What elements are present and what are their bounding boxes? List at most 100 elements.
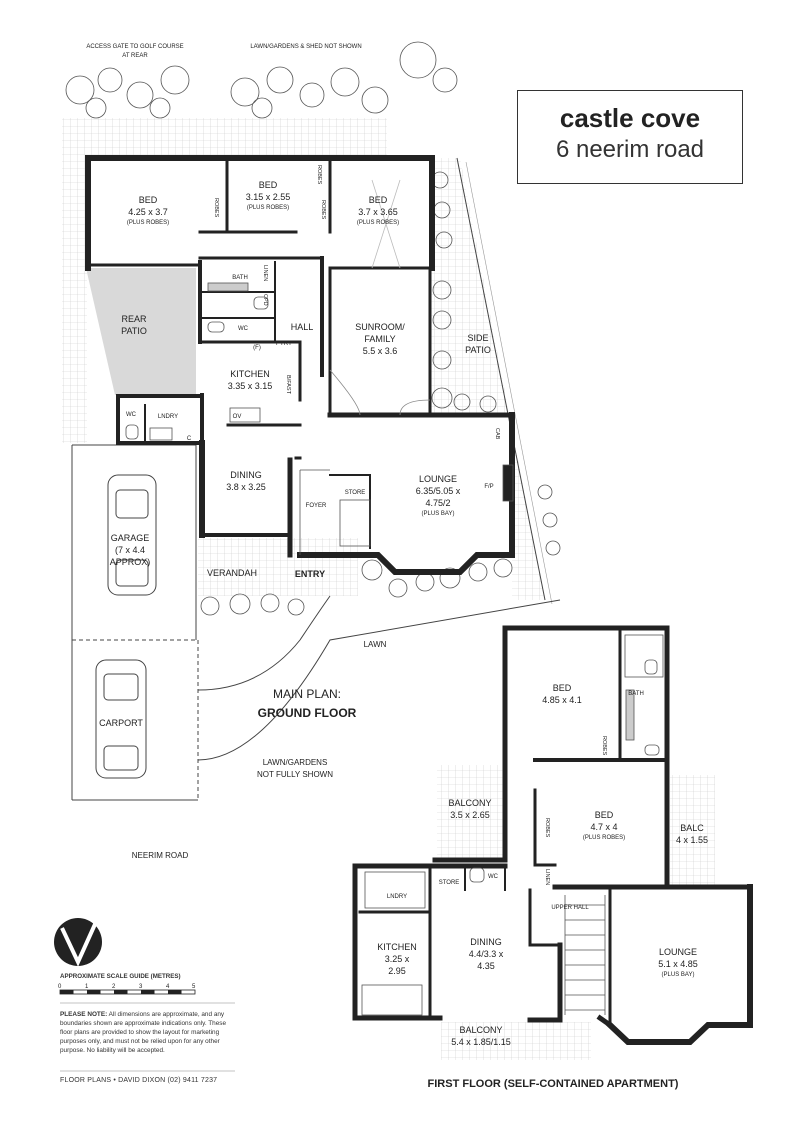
room-name: LOUNGE — [659, 947, 697, 957]
room-dim: 2.95 — [388, 966, 406, 976]
ground-room-labels: BED 4.25 x 3.7 (PLUS ROBES) BED 3.15 x 2… — [99, 180, 494, 728]
room-sub: (PLUS BAY) — [422, 511, 455, 517]
room-sub: (PLUS ROBES) — [127, 220, 169, 226]
disclaimer: PLEASE NOTE: All dimensions are approxim… — [60, 1010, 240, 1055]
room-sub: (PLUS BAY) — [662, 972, 695, 978]
street-label: NEERIM ROAD — [132, 851, 189, 860]
scale-tick: 0 — [58, 984, 62, 990]
laundry-label: LNDRY — [387, 894, 407, 900]
room-dim: 3.35 x 3.15 — [228, 381, 273, 391]
wc-label: WC — [126, 412, 137, 418]
room-name: BED — [553, 683, 572, 693]
linen-label: LINEN — [544, 869, 550, 885]
carport-label: CARPORT — [99, 718, 143, 728]
room-name: FAMILY — [364, 334, 395, 344]
logo-mark — [54, 918, 102, 967]
side-patio-label: SIDE — [467, 333, 488, 343]
room-name: SUNROOM/ — [355, 322, 405, 332]
disclaimer-body: All dimensions are approximate, and any … — [60, 1011, 227, 1054]
room-dim: 3.7 x 3.65 — [358, 207, 398, 217]
room-dim: 3.15 x 2.55 — [246, 192, 291, 202]
store-label: STORE — [345, 490, 366, 496]
room-name: BALCONY — [448, 798, 491, 808]
room-dim: 4.35 — [477, 961, 495, 971]
ground-floor-title: GROUND FLOOR — [258, 706, 357, 720]
room-dim: 4.85 x 4.1 — [542, 695, 582, 705]
room-name: DINING — [470, 937, 502, 947]
fireplace-label: F/P — [484, 484, 493, 490]
room-name: BED — [595, 810, 614, 820]
robes-label: ROBES — [601, 736, 607, 756]
first-fixtures — [299, 469, 664, 1016]
pantry-label: PTRY — [276, 341, 292, 347]
scale-tick: 5 — [192, 984, 196, 990]
room-sub: (PLUS ROBES) — [247, 205, 289, 211]
at-rear-note: AT REAR — [122, 53, 148, 59]
room-dim: 4.4/3.3 x — [469, 949, 504, 959]
wc-label: WC — [488, 874, 499, 880]
scale-tick: 4 — [166, 984, 170, 990]
scale-ticks: 0 1 2 3 4 5 — [58, 984, 196, 990]
first-room-labels: BED 4.85 x 4.1 BATH BALCONY 3.5 x 2.65 B… — [377, 683, 708, 1047]
cabinet-label: CAB — [494, 428, 500, 440]
floorplan-credit: FLOOR PLANS • DAVID DIXON (02) 9411 7237 — [60, 1077, 218, 1084]
room-name: DINING — [230, 470, 262, 480]
main-plan-title: MAIN PLAN: — [273, 687, 341, 701]
hall-label: HALL — [291, 322, 314, 332]
linen-label: LINEN — [262, 265, 268, 281]
room-dim: 5.4 x 1.85/1.15 — [451, 1037, 511, 1047]
first-floor-balconies — [437, 765, 715, 1060]
lawn-label: LAWN — [364, 640, 387, 649]
robes-label: ROBES — [213, 198, 219, 218]
address-title: 6 neerim road — [555, 136, 705, 163]
bfast-label: B/FAST — [285, 375, 291, 395]
scale-bar — [59, 989, 196, 995]
rear-patio-label: PATIO — [121, 326, 147, 336]
first-floor-walls — [352, 625, 753, 1045]
site-labels: ACCESS GATE TO GOLF COURSE AT REAR LAWN/… — [86, 44, 678, 1090]
room-dim: 5.1 x 4.85 — [658, 959, 698, 969]
room-name: BED — [259, 180, 278, 190]
side-patio-label: PATIO — [465, 345, 491, 355]
robes-label: ROBES — [544, 818, 550, 838]
rear-patio-label: REAR — [121, 314, 147, 324]
room-name: LOUNGE — [419, 474, 457, 484]
bath-label: BATH — [628, 691, 644, 697]
room-name: BED — [369, 195, 388, 205]
lawn-gardens-note-1: LAWN/GARDENS — [263, 758, 328, 767]
garage-carport-outline — [71, 444, 561, 801]
upper-hall-label: UPPER HALL — [551, 905, 589, 911]
entry-label: ENTRY — [295, 569, 325, 579]
ground-vertical-labels: ROBES ROBES ROBES LINEN CPD B/FAST CAB — [213, 165, 500, 440]
room-dim: 6.35/5.05 x — [416, 486, 461, 496]
cpd-label: CPD — [262, 294, 268, 306]
room-sub: (PLUS ROBES) — [583, 835, 625, 841]
room-name: KITCHEN — [377, 942, 417, 952]
room-sub: (PLUS ROBES) — [357, 220, 399, 226]
room-dim: 5.5 x 3.6 — [363, 346, 398, 356]
room-dim: 4.7 x 4 — [590, 822, 617, 832]
scale-tick: 3 — [139, 984, 143, 990]
room-dim: (7 x 4.4 — [115, 545, 145, 555]
ground-fixtures — [125, 179, 514, 547]
title-box: castle cove 6 neerim road — [517, 90, 743, 184]
room-name: KITCHEN — [230, 369, 270, 379]
suburb-title: castle cove — [559, 103, 701, 133]
room-name: BALC — [680, 823, 704, 833]
store-label: STORE — [439, 880, 460, 886]
ground-outdoor-paving — [62, 118, 553, 605]
disclaimer-heading: PLEASE NOTE: — [60, 1011, 108, 1018]
bath-label: BATH — [232, 275, 248, 281]
room-name: BALCONY — [459, 1025, 502, 1035]
room-dim: 3.5 x 2.65 — [450, 810, 490, 820]
cupboard-label: C — [187, 436, 192, 442]
wc-label: WC — [238, 326, 249, 332]
foyer-label: FOYER — [306, 503, 327, 509]
room-dim: 4.25 x 3.7 — [128, 207, 168, 217]
scale-tick: 2 — [112, 984, 116, 990]
robes-label: ROBES — [316, 165, 322, 185]
oven-label: OV — [233, 414, 242, 420]
scale-tick: 1 — [85, 984, 89, 990]
garden-shrubs — [65, 41, 561, 616]
